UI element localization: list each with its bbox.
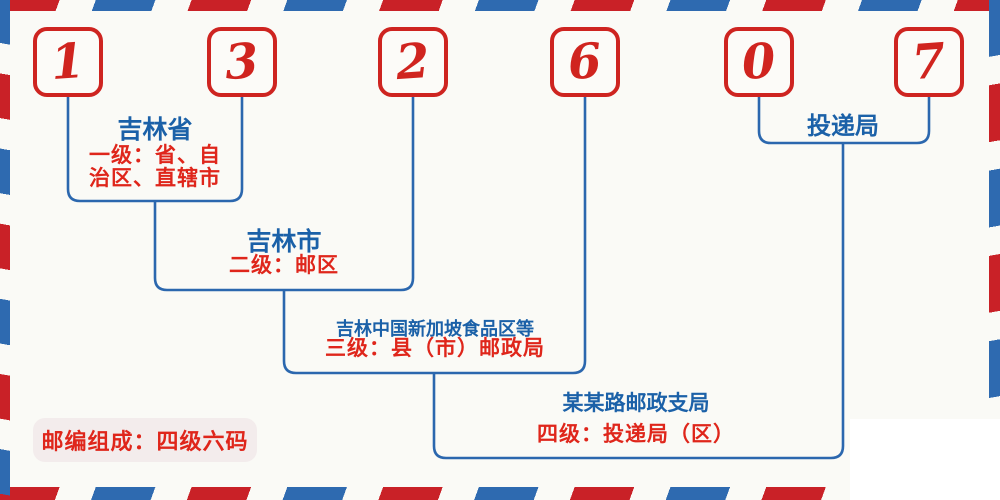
airmail-stripe-border-right	[989, 0, 1000, 500]
postal-digit-box-2: 3	[207, 27, 277, 97]
airmail-stripe-border-bottom	[0, 487, 1000, 500]
postal-digit-box-5: 0	[724, 27, 794, 97]
airmail-stripe-border-top	[0, 0, 1000, 11]
level3-name: 吉林中国新加坡食品区等	[336, 319, 534, 340]
level4-name: 某某路邮政支局	[562, 391, 710, 415]
level4-desc: 四级：投递局（区）	[537, 422, 735, 446]
level1-desc-line1: 一级：省、自	[89, 143, 221, 167]
level1-desc-line2: 治区、直辖市	[89, 166, 221, 190]
postal-digit: 1	[49, 32, 87, 92]
airmail-stripe-border-left	[0, 0, 10, 500]
level2-desc: 二级：邮区	[229, 253, 339, 277]
postal-digit: 0	[740, 32, 778, 92]
level1-desc: 一级：省、自 治区、直辖市	[89, 144, 221, 190]
postal-code-composition-badge: 邮编组成：四级六码	[33, 418, 257, 462]
bracket-level4	[432, 143, 845, 460]
level3-desc: 三级：县（市）邮政局	[325, 336, 545, 360]
bracket-delivery	[757, 97, 931, 145]
postal-digit-box-1: 1	[33, 27, 103, 97]
postal-digit: 7	[910, 32, 948, 92]
level2-name: 吉林市	[246, 227, 322, 256]
level1-name: 吉林省	[117, 115, 193, 144]
postal-digit-box-3: 2	[378, 27, 448, 97]
postal-digit: 2	[394, 32, 432, 92]
delivery-office-label: 投递局	[807, 112, 879, 140]
postal-digit: 3	[223, 32, 261, 92]
postal-digit-box-6: 7	[894, 27, 964, 97]
postal-digit-box-4: 6	[550, 27, 620, 97]
white-patch	[850, 419, 1000, 500]
postal-digit: 6	[566, 32, 604, 92]
